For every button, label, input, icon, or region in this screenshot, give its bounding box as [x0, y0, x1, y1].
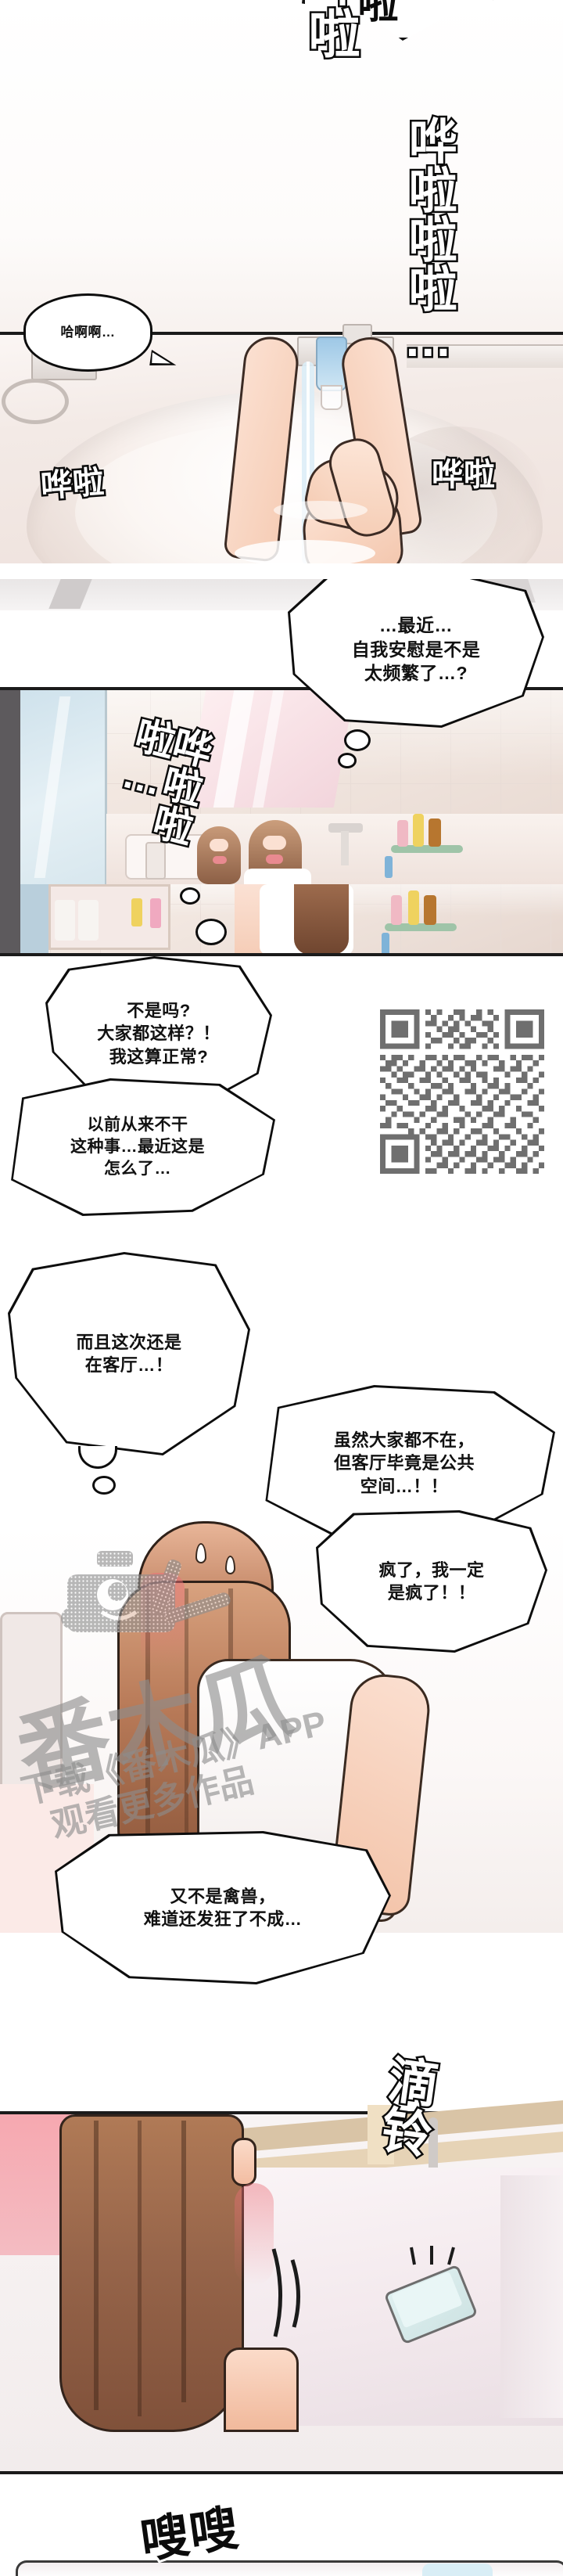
- sfx-ring: 滴铃: [370, 2050, 443, 2162]
- panel-bottom-sliver: 嗖嗖: [0, 2488, 563, 2576]
- think-dot-small: [338, 753, 357, 768]
- sfx-water-left: 哗啦: [38, 463, 108, 506]
- bubble-never-before: 以前从来不干 这种事…最近这是 怎么了…: [0, 1078, 275, 1216]
- bubble-living-room: 而且这次还是 在客厅…！: [8, 1252, 250, 1455]
- sfx-top-cut-text: 哗啦: [351, 0, 396, 23]
- motion-lines: [266, 2246, 305, 2340]
- bubble-fill: [57, 1833, 389, 1982]
- think-dot-lr-2: [92, 1476, 116, 1495]
- bubble-recently: …最近… 自我安慰是不是 太频繁了…?: [288, 579, 544, 728]
- panel-phone-on-bed: 滴铃: [0, 2050, 563, 2488]
- think-dot-large: [344, 729, 371, 751]
- think-dot-trail-1: [195, 919, 227, 945]
- qr-code-block[interactable]: [380, 1009, 544, 1174]
- sweat-drop: [225, 1556, 235, 1574]
- think-dot-trail-2: [180, 887, 200, 905]
- bubble-crazy: 疯了，我一定 是疯了！！: [316, 1510, 547, 1653]
- vibration-lines: [410, 2246, 457, 2266]
- sfx-water-right: 哗啦啦啦…: [399, 114, 457, 370]
- sfx-water-br: 哗啦: [430, 457, 497, 492]
- bubble-fill: [290, 579, 542, 725]
- character-neck: [224, 2348, 299, 2432]
- bubble-recently-text: …最近… 自我安慰是不是 太频繁了…?: [351, 614, 481, 684]
- toiletry-shelf: [391, 845, 463, 853]
- think-dot-lr-1: [78, 1446, 117, 1469]
- character-mirror-reflection: [197, 826, 241, 884]
- sfx-top-cut: 哗啦: [299, 0, 361, 62]
- bubble-never-before-text: 以前从来不干 这种事…最近这是 怎么了…: [70, 1115, 205, 1178]
- bubble-crazy-text: 疯了，我一定 是疯了！！: [378, 1560, 485, 1603]
- furniture-block: [0, 1612, 63, 1797]
- panel-bathroom-mirror: 哗啦啦啦… …最近… 自我安慰是不是 太频繁了…?: [0, 579, 563, 884]
- bubble-haaa: 哈啊啊…: [23, 293, 152, 372]
- panel-sink-washing: 哗啦 哗啦 哗啦啦啦… 哈啊啊… 哗啦 哗啦: [0, 0, 563, 563]
- character-hair-back: [59, 2114, 244, 2432]
- bubble-living-room-text: 而且这次还是 在客厅…！: [76, 1332, 182, 1375]
- bubble-not-a-beast-text: 又不是禽兽， 难道还发狂了不成…: [143, 1886, 303, 1929]
- bubble-fill: [318, 1513, 545, 1650]
- sfx-swoosh: 嗖嗖: [135, 2499, 245, 2571]
- bubble-public-space-text: 虽然大家都不在， 但客厅毕竟是公共 空间…！！: [333, 1430, 475, 1496]
- panel-back-view: 不是吗? 大家都这样？！ 我这算正常? 以前从来不干 这种事…最近这是 怎么了…: [0, 884, 563, 1988]
- bubble-not-a-beast: 又不是禽兽， 难道还发狂了不成…: [55, 1831, 391, 1984]
- character-ear: [231, 2138, 256, 2186]
- sweat-drop: [195, 1543, 206, 1563]
- bubble-isnt-it-text: 不是吗? 大家都这样？！ 我这算正常?: [97, 1000, 221, 1067]
